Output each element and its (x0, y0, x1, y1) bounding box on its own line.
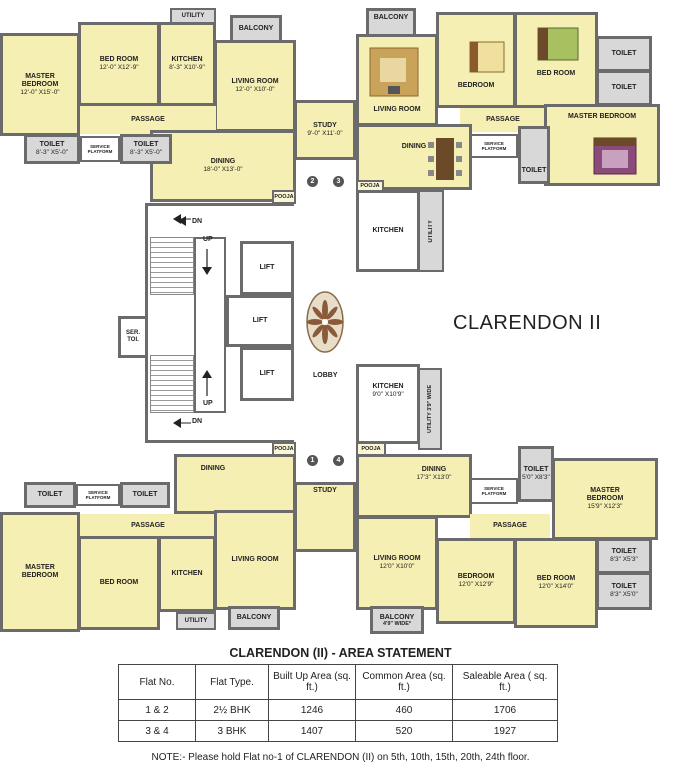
kitchen-3: KITCHEN (158, 536, 216, 612)
table-header-row: Flat No. Flat Type. Built Up Area (sq. f… (118, 664, 558, 700)
kitchen-2: KITCHEN (356, 190, 420, 272)
table-cell: 520 (355, 720, 453, 742)
passage-3: PASSAGE (80, 514, 216, 538)
table-cell: 1927 (452, 720, 558, 742)
table-cell: 3 & 4 (118, 720, 196, 742)
toilet-3a: TOILET (24, 482, 76, 508)
stair-landing (194, 237, 226, 413)
arrow-left-icon (173, 418, 191, 428)
up-label-top: UP (203, 236, 213, 243)
utility-2: UTILITY (418, 190, 444, 272)
service-platform-2: SERVICE PLATFORM (470, 134, 518, 158)
table-cell: 1407 (268, 720, 356, 742)
dining-3: DINING (174, 454, 296, 514)
lift-1: LIFT (240, 241, 294, 295)
passage-1: PASSAGE (80, 106, 216, 134)
table-cell: 1246 (268, 699, 356, 721)
bed-icon (469, 41, 505, 73)
balcony-3: BALCONY (228, 606, 280, 630)
table-cell: 1 & 2 (118, 699, 196, 721)
dining-table-icon (428, 138, 462, 180)
toilet-2c: TOILET (518, 126, 550, 184)
table-row: 3 & 4 3 BHK 1407 520 1927 (118, 720, 558, 742)
toilet-2b: TOILET (596, 70, 652, 106)
header-cell: Flat Type. (195, 664, 269, 700)
arrow-left-icon (173, 214, 191, 224)
lobby-label: LOBBY (313, 372, 338, 379)
lift-2: LIFT (226, 295, 294, 347)
service-platform-1: SERVICE PLATFORM (80, 136, 120, 162)
area-statement-table: Flat No. Flat Type. Built Up Area (sq. f… (118, 664, 558, 742)
flat-number-1: 1 (307, 455, 318, 466)
up-label-bottom: UP (203, 400, 213, 407)
toilet-3b: TOILET (120, 482, 170, 508)
dn-label-bottom: DN (192, 418, 203, 425)
lift-3: LIFT (240, 347, 294, 401)
header-cell: Common Area (sq. ft.) (355, 664, 453, 700)
utility-3: UTILITY (176, 612, 216, 630)
living-room-3: LIVING ROOM (214, 510, 296, 610)
header-cell: Saleable Area ( sq. ft.) (452, 664, 558, 700)
service-platform-4: SERVICE PLATFORM (470, 478, 518, 504)
passage-4: PASSAGE (470, 514, 550, 538)
bed-icon (537, 27, 579, 61)
staircase-upper (150, 237, 194, 295)
table-cell: 460 (355, 699, 453, 721)
pooja-2: POOJA (356, 180, 384, 192)
arrow-up-icon (202, 370, 212, 396)
area-statement-title: CLARENDON (II) - AREA STATEMENT (229, 646, 452, 660)
header-cell: Flat No. (118, 664, 196, 700)
sofa-icon (369, 47, 419, 97)
staircase-lower (150, 355, 194, 413)
study-3: STUDY (294, 482, 356, 552)
table-cell: 1706 (452, 699, 558, 721)
master-bedroom-3: MASTER BEDROOM (0, 512, 80, 632)
bed-icon (593, 137, 637, 175)
flat-number-3: 3 (333, 176, 344, 187)
bed-room-3: BED ROOM (78, 536, 160, 630)
pooja-1: POOJA (272, 190, 296, 204)
balcony-1: BALCONY (230, 15, 282, 43)
flat-number-4: 4 (333, 455, 344, 466)
table-cell: 3 BHK (195, 720, 269, 742)
building-title: CLARENDON II (453, 312, 602, 334)
utility-4: UTILITY 3'9" WIDE (418, 368, 442, 450)
service-toilet: SER. TOI. (118, 316, 148, 358)
service-platform-3: SERVICE PLATFORM (76, 484, 120, 506)
floor-plan: DN UP UP DN LIFT LIFT LIFT SER. TOI. LOB… (0, 8, 660, 634)
toilet-2a: TOILET (596, 36, 652, 72)
table-row: 1 & 2 2½ BHK 1246 460 1706 (118, 699, 558, 721)
dn-label-top: DN (192, 218, 203, 225)
header-cell: Built Up Area (sq. ft.) (268, 664, 356, 700)
footnote: NOTE:- Please hold Flat no-1 of CLARENDO… (151, 752, 530, 763)
table-cell: 2½ BHK (195, 699, 269, 721)
utility-1: UTILITY (170, 8, 216, 24)
flat-number-2: 2 (307, 176, 318, 187)
arrow-down-icon (202, 249, 212, 275)
floor-medallion-icon (306, 291, 344, 353)
